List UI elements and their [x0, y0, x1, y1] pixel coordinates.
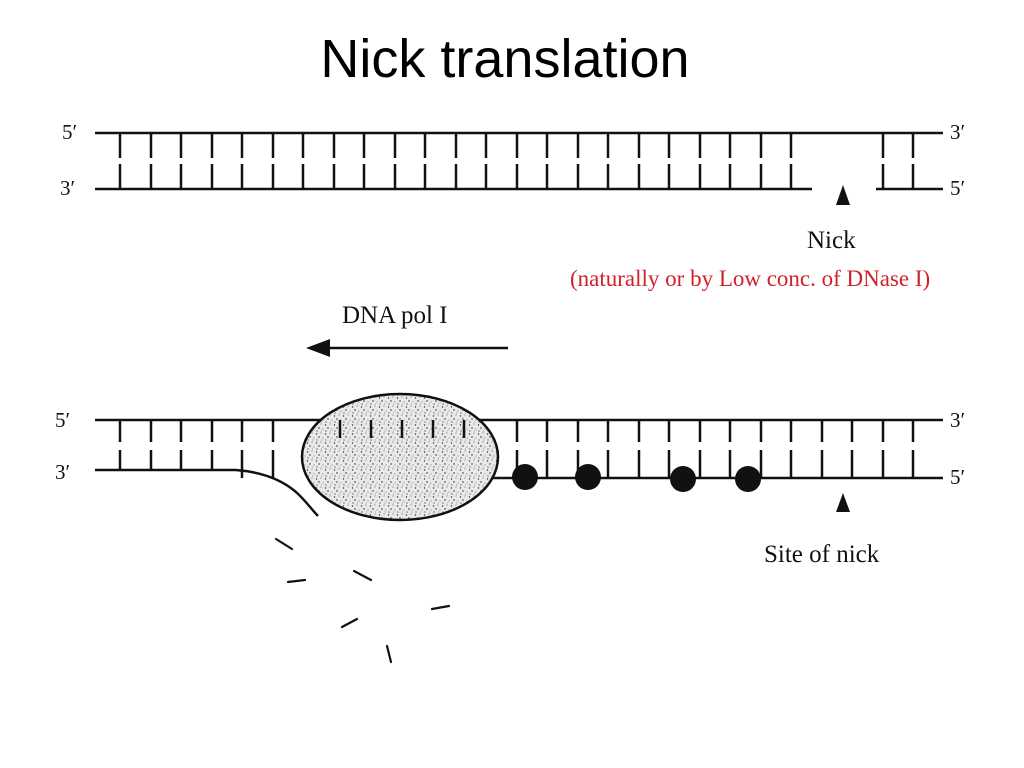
released-fragment	[340, 617, 359, 629]
displaced-strand	[235, 468, 319, 517]
nick-label: Nick	[807, 227, 856, 254]
site-of-nick-arrow	[836, 493, 850, 512]
labeled-nucleotide	[735, 466, 761, 492]
labeled-nucleotide	[512, 464, 538, 490]
released-fragment	[430, 604, 451, 611]
dna-pol-i-label: DNA pol I	[342, 302, 448, 329]
released-fragment	[286, 578, 307, 584]
labeled-nucleotides	[512, 464, 761, 492]
nick-pointer-arrow	[836, 185, 850, 205]
bottom-duplex-base-pairs	[118, 420, 915, 478]
released-fragment	[352, 569, 373, 582]
strand-end-label: 3′	[60, 176, 76, 200]
strand-end-label: 3′	[950, 120, 966, 144]
enzyme-bound-base-pairs	[338, 420, 466, 438]
bottom-duplex	[95, 392, 943, 522]
released-fragment	[385, 644, 393, 664]
dna-pol-i-enzyme	[300, 392, 500, 522]
labeled-nucleotide	[575, 464, 601, 490]
strand-end-label: 5′	[950, 465, 966, 489]
released-fragments	[274, 537, 451, 664]
released-fragment	[274, 537, 294, 551]
strand-end-label: 3′	[55, 460, 71, 484]
strand-end-label: 3′	[950, 408, 966, 432]
strand-end-label: 5′	[55, 408, 71, 432]
strand-end-label: 5′	[62, 120, 78, 144]
top-duplex-base-pairs	[118, 133, 915, 189]
direction-arrow	[306, 339, 508, 357]
strand-end-label: 5′	[950, 176, 966, 200]
labeled-nucleotide	[670, 466, 696, 492]
site-of-nick-label: Site of nick	[764, 541, 880, 568]
top-duplex	[95, 131, 943, 205]
nick-cause-note: (naturally or by Low conc. of DNase I)	[570, 266, 931, 291]
slide-title: Nick translation	[320, 29, 690, 89]
